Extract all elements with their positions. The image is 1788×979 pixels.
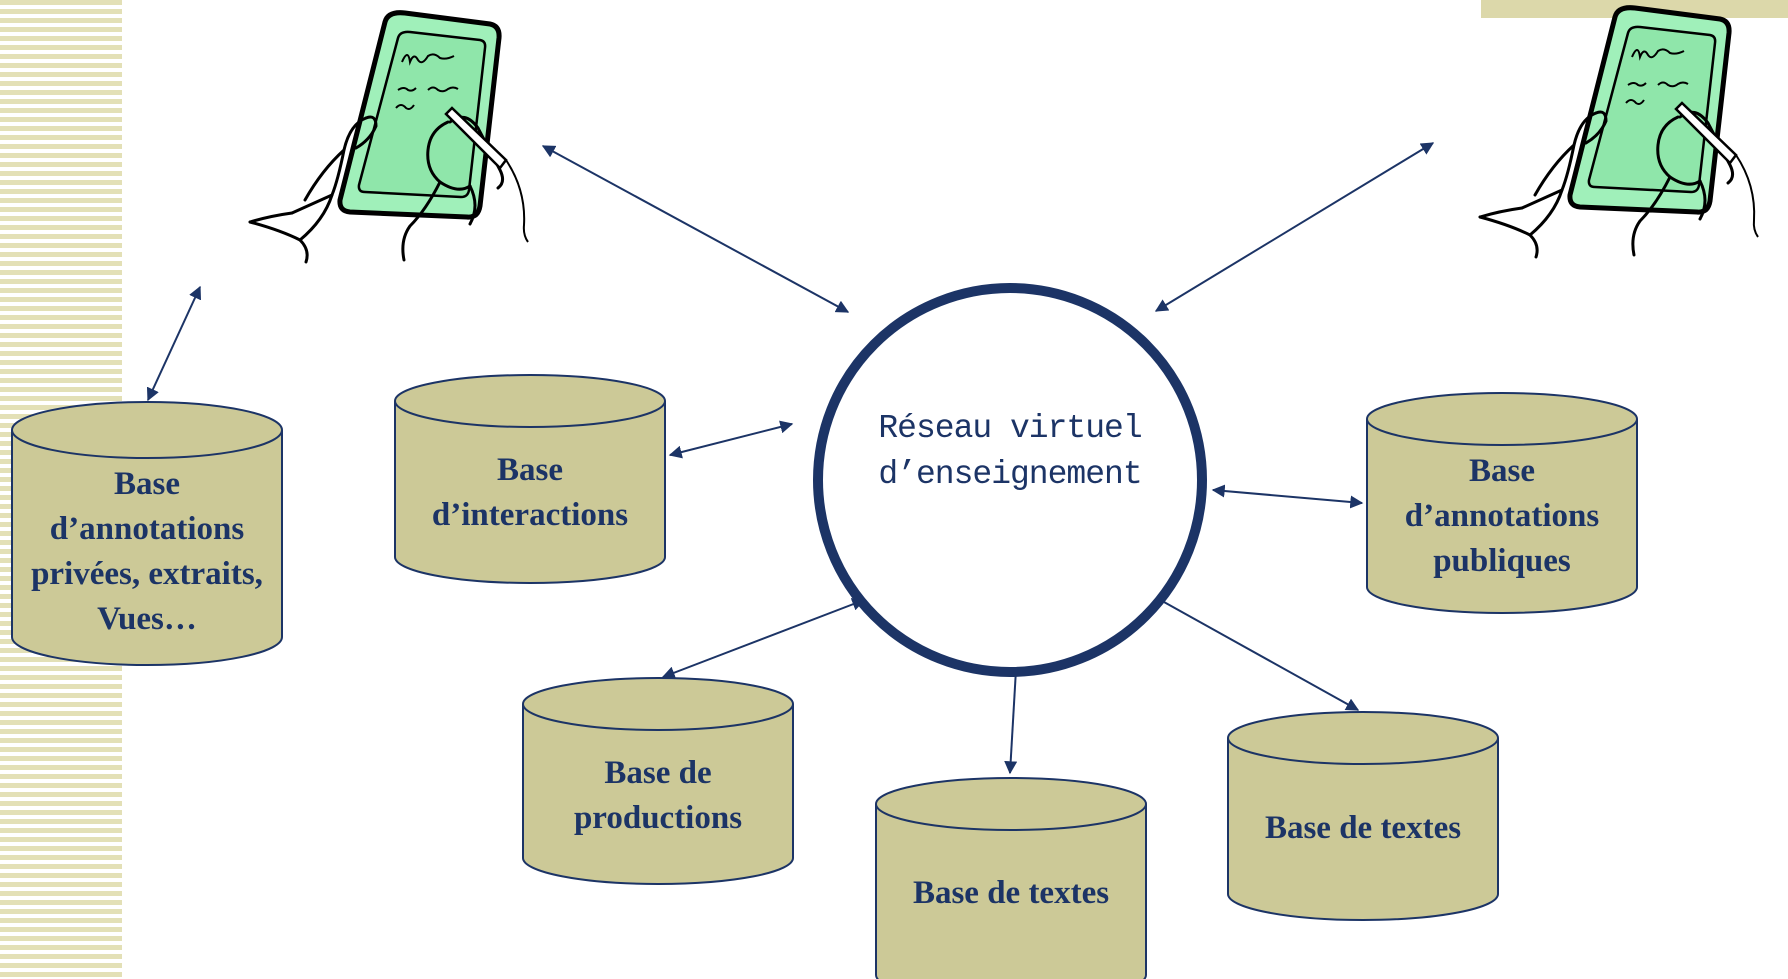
- db-label-line: productions: [573, 800, 743, 836]
- arrow-right-user-to-network: [1154, 142, 1435, 312]
- database-public-annotations: [1366, 392, 1638, 614]
- db-label-line: Base: [497, 452, 563, 488]
- database-interactions: [394, 374, 666, 584]
- db-label-line: d’interactions: [431, 497, 629, 533]
- database-private-annotations-label: Base d’annotations privées, extraits, Vu…: [12, 462, 282, 642]
- db-label-line: Base de textes: [1264, 809, 1462, 846]
- database-texts-center: [875, 777, 1147, 979]
- network-node: [813, 283, 1207, 677]
- network-label-line1: Réseau virtuel: [878, 410, 1142, 447]
- arrow-network-to-productions: [661, 598, 866, 679]
- db-label-line: Base: [1468, 452, 1535, 489]
- db-label-line: publiques: [1433, 542, 1571, 579]
- arrow-network-to-texts-right: [1154, 596, 1360, 711]
- network-label-line2: d’enseignement: [878, 456, 1142, 493]
- database-private-annotations: [11, 401, 283, 666]
- db-label-line: Vues…: [97, 601, 197, 637]
- arrow-network-to-public: [1211, 484, 1364, 509]
- database-productions: [522, 677, 794, 885]
- db-label-line: d’annotations: [1404, 497, 1600, 534]
- arrow-private-to-left-user: [146, 285, 202, 402]
- database-texts-center-label: Base de textes: [876, 868, 1146, 918]
- network-label: Réseau virtuel d’enseignement: [830, 406, 1190, 498]
- database-public-annotations-label: Base d’annotations publiques: [1367, 448, 1637, 584]
- db-label-line: Base: [114, 466, 180, 502]
- arrow-left-user-to-network: [541, 145, 850, 313]
- tablet-with-pen-icon: [250, 13, 528, 262]
- database-interactions-label: Base d’interactions: [395, 447, 665, 539]
- database-productions-label: Base de productions: [523, 750, 793, 842]
- database-texts-right-label: Base de textes: [1228, 803, 1498, 853]
- db-label-line: privées, extraits,: [31, 556, 263, 592]
- db-label-line: d’annotations: [49, 511, 245, 547]
- tablet-with-pen-icon: [1480, 8, 1758, 257]
- db-label-line: Base de textes: [912, 874, 1110, 911]
- database-texts-right: [1227, 711, 1499, 921]
- db-label-line: Base de: [604, 755, 712, 791]
- arrow-interactions-to-network: [668, 420, 794, 459]
